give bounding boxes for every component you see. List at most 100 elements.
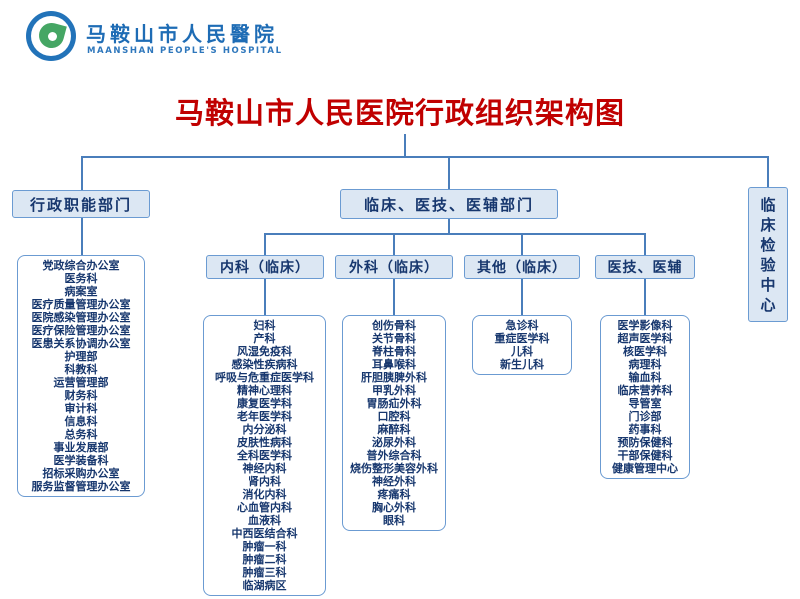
dept-item: 预防保健科 <box>617 436 673 449</box>
admin-departments-header: 行政职能部门 <box>12 190 150 218</box>
connector-medtech-list <box>644 279 646 315</box>
connector-level1-horizontal <box>81 156 769 158</box>
connector-drop-medtech <box>644 233 646 255</box>
dept-item: 胃肠疝外科 <box>366 397 422 410</box>
connector-admin-list <box>81 218 83 255</box>
clinical-medtech-header: 临床、医技、医辅部门 <box>340 189 558 219</box>
admin-departments-list: 党政综合办公室医务科病案室医疗质量管理办公室医院感染管理办公室医疗保险管理办公室… <box>17 255 145 497</box>
dept-item: 口腔科 <box>377 410 411 423</box>
connector-drop-admin <box>81 156 83 190</box>
other-clinical-list: 急诊科重症医学科儿科新生儿科 <box>472 315 572 375</box>
dept-item: 神经外科 <box>372 475 416 488</box>
surgery-list: 创伤骨科关节骨科脊柱骨科耳鼻喉科肝胆胰脾外科甲乳外科胃肠疝外科口腔科麻醉科泌尿外… <box>342 315 446 531</box>
internal-medicine-label: 内科（临床） <box>220 260 310 276</box>
dept-item: 导管室 <box>628 397 662 410</box>
connector-title-drop <box>404 134 406 157</box>
dept-item: 消化内科 <box>242 488 287 501</box>
dept-item: 康复医学科 <box>237 397 292 410</box>
medtech-list: 医学影像科超声医学科核医学科病理科输血科临床营养科导管室门诊部药事科预防保健科干… <box>600 315 690 479</box>
connector-surgery-list <box>393 279 395 315</box>
hospital-name-en: MAANSHAN PEOPLE'S HOSPITAL <box>87 46 283 56</box>
lab-center-box: 临床检验中心 <box>748 187 788 322</box>
dept-item: 医务科 <box>64 272 98 285</box>
dept-item: 护理部 <box>64 350 98 363</box>
dept-item: 肿瘤一科 <box>242 540 287 553</box>
admin-departments-label: 行政职能部门 <box>29 195 132 214</box>
dept-item: 重症医学科 <box>494 332 550 345</box>
dept-item: 老年医学科 <box>237 410 292 423</box>
dept-item: 产科 <box>253 332 276 345</box>
connector-level2-horizontal <box>264 233 646 235</box>
dept-item: 超声医学科 <box>617 332 673 345</box>
dept-item: 新生儿科 <box>500 358 544 371</box>
dept-item: 呼吸与危重症医学科 <box>215 371 314 384</box>
connector-drop-clinical <box>448 156 450 189</box>
dept-item: 医学装备科 <box>53 454 109 467</box>
other-clinical-header: 其他（临床） <box>464 255 580 279</box>
other-clinical-label: 其他（临床） <box>477 260 567 276</box>
connector-drop-surgery <box>393 233 395 255</box>
dept-item: 病理科 <box>628 358 662 371</box>
dept-item: 麻醉科 <box>377 423 411 436</box>
dept-item: 感染性疾病科 <box>231 358 298 371</box>
dept-item: 神经内科 <box>242 462 287 475</box>
connector-other-list <box>521 279 523 315</box>
connector-clinical-drop <box>448 219 450 233</box>
dept-item: 皮肤性病科 <box>237 436 292 449</box>
dept-item: 肝胆胰脾外科 <box>361 371 427 384</box>
dept-item: 财务科 <box>64 389 98 402</box>
dept-item: 甲乳外科 <box>372 384 416 397</box>
dept-item: 烧伤整形美容外科 <box>350 462 438 475</box>
dept-item: 急诊科 <box>505 319 539 332</box>
medtech-label: 医技、医辅 <box>607 260 683 276</box>
dept-item: 全科医学科 <box>237 449 292 462</box>
dept-item: 医患关系协调办公室 <box>31 337 131 350</box>
connector-drop-lab-center <box>767 156 769 187</box>
dept-item: 输血科 <box>628 371 662 384</box>
dept-item: 中西医结合科 <box>231 527 298 540</box>
dept-item: 创伤骨科 <box>372 319 416 332</box>
connector-internal-list <box>264 279 266 315</box>
dept-item: 胸心外科 <box>372 501 416 514</box>
dept-item: 门诊部 <box>628 410 662 423</box>
clinical-medtech-label: 临床、医技、医辅部门 <box>363 195 534 214</box>
hospital-logo-icon <box>26 11 76 61</box>
chart-title: 马鞍山市人民医院行政组织架构图 <box>174 96 625 130</box>
surgery-header: 外科（临床） <box>335 255 453 279</box>
dept-item: 党政综合办公室 <box>42 259 120 272</box>
dept-item: 医学影像科 <box>617 319 673 332</box>
dept-item: 耳鼻喉科 <box>372 358 416 371</box>
dept-item: 招标采购办公室 <box>42 467 120 480</box>
dept-item: 关节骨科 <box>372 332 416 345</box>
connector-drop-other <box>521 233 523 255</box>
connector-drop-internal <box>264 233 266 255</box>
internal-medicine-header: 内科（临床） <box>206 255 324 279</box>
dept-item: 内分泌科 <box>242 423 287 436</box>
dept-item: 儿科 <box>511 345 533 358</box>
dept-item: 信息科 <box>64 415 98 428</box>
dept-item: 临床营养科 <box>617 384 673 397</box>
dept-item: 干部保健科 <box>617 449 673 462</box>
dept-item: 运营管理部 <box>53 376 109 389</box>
logo-center-dot <box>48 32 57 41</box>
dept-item: 服务监督管理办公室 <box>31 480 131 493</box>
medtech-header: 医技、医辅 <box>595 255 695 279</box>
lab-center-label: 临床检验中心 <box>760 195 776 314</box>
dept-item: 肿瘤二科 <box>242 553 287 566</box>
dept-item: 临湖病区 <box>242 579 287 592</box>
dept-item: 总务科 <box>64 428 98 441</box>
dept-item: 病案室 <box>64 285 98 298</box>
dept-item: 妇科 <box>253 319 276 332</box>
dept-item: 血液科 <box>248 514 281 527</box>
dept-item: 药事科 <box>628 423 662 436</box>
dept-item: 医疗质量管理办公室 <box>31 298 131 311</box>
dept-item: 肿瘤三科 <box>242 566 287 579</box>
dept-item: 疼痛科 <box>377 488 411 501</box>
dept-item: 科教科 <box>64 363 98 376</box>
dept-item: 肾内科 <box>248 475 281 488</box>
dept-item: 核医学科 <box>623 345 667 358</box>
dept-item: 风湿免疫科 <box>237 345 292 358</box>
dept-item: 事业发展部 <box>53 441 109 454</box>
dept-item: 心血管内科 <box>237 501 292 514</box>
